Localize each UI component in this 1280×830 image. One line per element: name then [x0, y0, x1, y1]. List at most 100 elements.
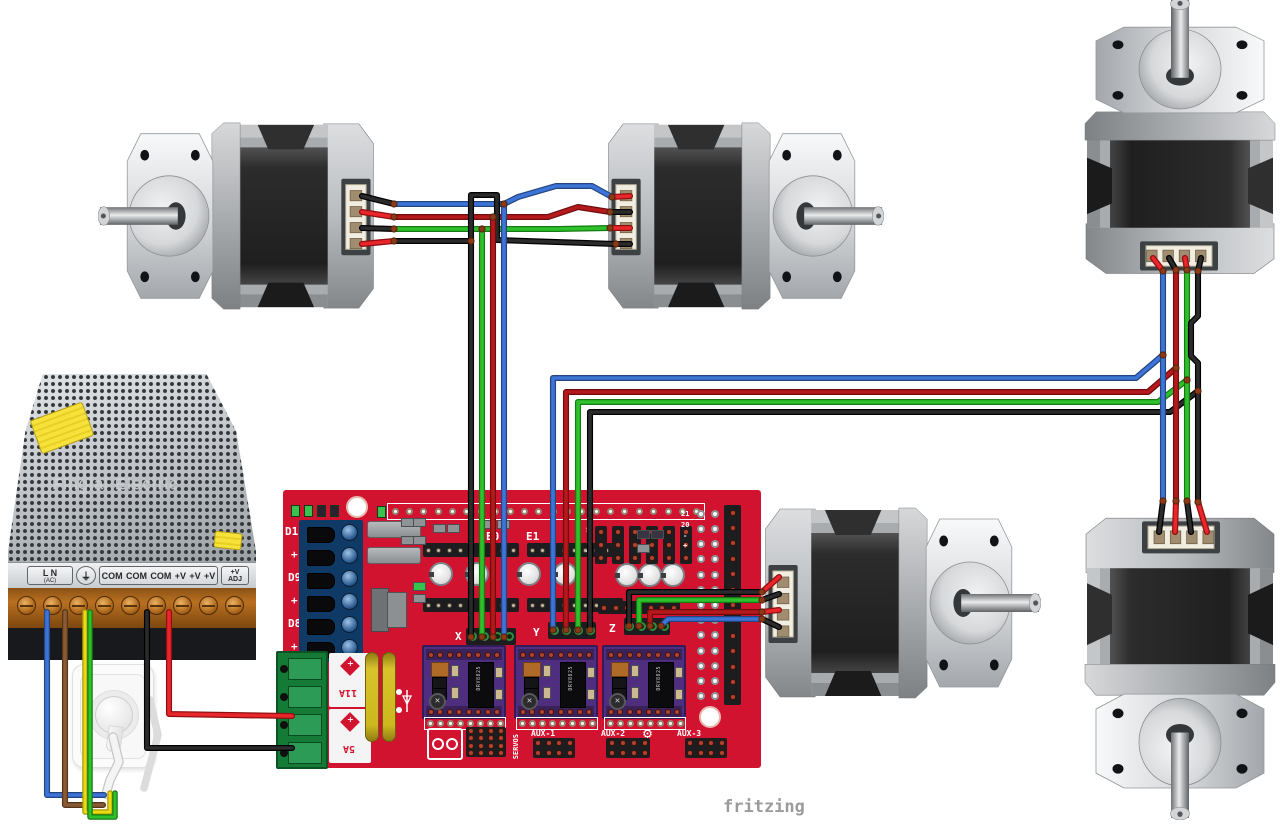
endstop-header[interactable]: [680, 526, 692, 564]
terminal-screw: [280, 749, 288, 757]
junction-dot: [390, 237, 398, 245]
terminal-screw[interactable]: [199, 596, 218, 615]
rdot-pin: [576, 651, 583, 658]
wire-green[interactable]: [576, 378, 1189, 632]
fuse-11a[interactable]: [365, 652, 379, 742]
wire-cable[interactable]: [102, 733, 123, 798]
wire-dred[interactable]: [648, 610, 764, 628]
trimpot-icon[interactable]: ✕: [429, 693, 446, 710]
junction-dot: [390, 213, 398, 221]
endstop-pin: [598, 541, 604, 548]
tandot-pin: [436, 547, 442, 553]
terminal-screw[interactable]: [95, 596, 114, 615]
wire-red[interactable]: [167, 610, 294, 718]
rdot-pin: [488, 742, 494, 749]
aux1-header[interactable]: [533, 738, 575, 758]
terminal-screw[interactable]: [341, 616, 358, 633]
wire-blue-edge[interactable]: [43, 608, 108, 799]
wire-black[interactable]: [360, 226, 396, 231]
endstop-pin: [615, 554, 621, 561]
endstop-header[interactable]: [663, 526, 675, 564]
wire-black[interactable]: [469, 193, 618, 246]
wire-red-edge[interactable]: [165, 608, 296, 720]
wire-dred[interactable]: [392, 205, 612, 219]
terminal-slot[interactable]: [288, 686, 322, 708]
smd: [451, 687, 459, 699]
rdot-pin: [655, 651, 662, 658]
terminal-screw[interactable]: [147, 596, 166, 615]
terminal-screw[interactable]: [341, 570, 358, 587]
wire-blue-edge[interactable]: [549, 351, 1167, 634]
endstop-header[interactable]: [629, 526, 641, 564]
wire-blue[interactable]: [551, 353, 1165, 632]
wire-black[interactable]: [1189, 269, 1200, 504]
hole-pin: [656, 720, 664, 727]
aux2-header[interactable]: [606, 738, 650, 758]
wire-blue[interactable]: [45, 610, 106, 797]
wire-black[interactable]: [145, 610, 294, 750]
stepper-top-middle[interactable]: [592, 118, 885, 314]
wire-blue[interactable]: [392, 184, 614, 206]
junction-dot: [390, 225, 398, 233]
terminal-screw[interactable]: [225, 596, 244, 615]
aux3-header[interactable]: [685, 738, 727, 758]
stepper-middle-right[interactable]: [749, 503, 1042, 703]
junction-dot: [549, 626, 557, 634]
rdot-pin: [729, 663, 736, 670]
wire-red[interactable]: [1173, 499, 1178, 534]
label-minus: -: [683, 532, 688, 540]
smd-component: [637, 530, 650, 539]
wire-black[interactable]: [360, 194, 396, 206]
terminal-screw[interactable]: [341, 524, 358, 541]
rdot-pin: [655, 708, 662, 715]
label-d8: D8: [288, 617, 302, 630]
rdot-pin: [576, 708, 583, 715]
wire-red[interactable]: [360, 210, 396, 219]
wire-red[interactable]: [360, 239, 396, 246]
stepper-driver-y[interactable]: ✕ DRV8825: [514, 645, 598, 719]
terminal-screw[interactable]: [341, 593, 358, 610]
hole-pin: [678, 508, 686, 515]
wire-black[interactable]: [627, 590, 764, 628]
wire-green[interactable]: [88, 610, 117, 819]
terminal-slot[interactable]: [288, 714, 322, 736]
stepper-top-left[interactable]: [97, 118, 390, 314]
psu-com-label: COM: [150, 570, 172, 581]
terminal-screw[interactable]: [17, 596, 36, 615]
wire-black[interactable]: [1157, 499, 1165, 534]
rdot-pin: [519, 651, 526, 658]
wire-blue[interactable]: [659, 617, 764, 628]
endstop-header[interactable]: [612, 526, 624, 564]
wire-green[interactable]: [637, 598, 764, 628]
terminal-screw[interactable]: [173, 596, 192, 615]
stepper-driver-z[interactable]: ✕ DRV8825: [602, 645, 686, 719]
wire-green[interactable]: [392, 226, 612, 231]
smd: [587, 667, 595, 678]
servos-header[interactable]: [466, 727, 506, 757]
terminal-screw[interactable]: [121, 596, 140, 615]
stepper-bottom-right[interactable]: [1080, 500, 1280, 821]
terminal-slot[interactable]: [288, 658, 322, 680]
power-input-terminal[interactable]: [276, 651, 328, 769]
wire-red[interactable]: [1196, 500, 1209, 534]
terminal-screw[interactable]: [341, 547, 358, 564]
hole-pin: [558, 720, 566, 727]
fuse-5a[interactable]: [382, 652, 396, 742]
wire-yellow[interactable]: [83, 610, 112, 814]
terminal-slot[interactable]: [288, 742, 322, 764]
mosfet-body: [387, 592, 407, 628]
trimpot-icon[interactable]: ✕: [521, 693, 538, 710]
rdot-pin: [498, 750, 504, 757]
trimpot-icon[interactable]: ✕: [609, 693, 626, 710]
wire-black[interactable]: [1185, 499, 1193, 534]
wire-red[interactable]: [760, 575, 781, 594]
stepper-driver-x[interactable]: ✕ DRV8825: [422, 645, 506, 719]
psu-v-label: +V: [189, 570, 201, 581]
output-terminal-block[interactable]: [299, 520, 363, 662]
fuse-patch-5a: 5A: [329, 709, 371, 763]
reset-button[interactable]: [427, 728, 463, 760]
electrolytic-cap: [517, 562, 541, 586]
endstop-header[interactable]: [595, 526, 607, 564]
rdot-pin: [475, 651, 482, 658]
rdot-pin: [607, 708, 614, 715]
